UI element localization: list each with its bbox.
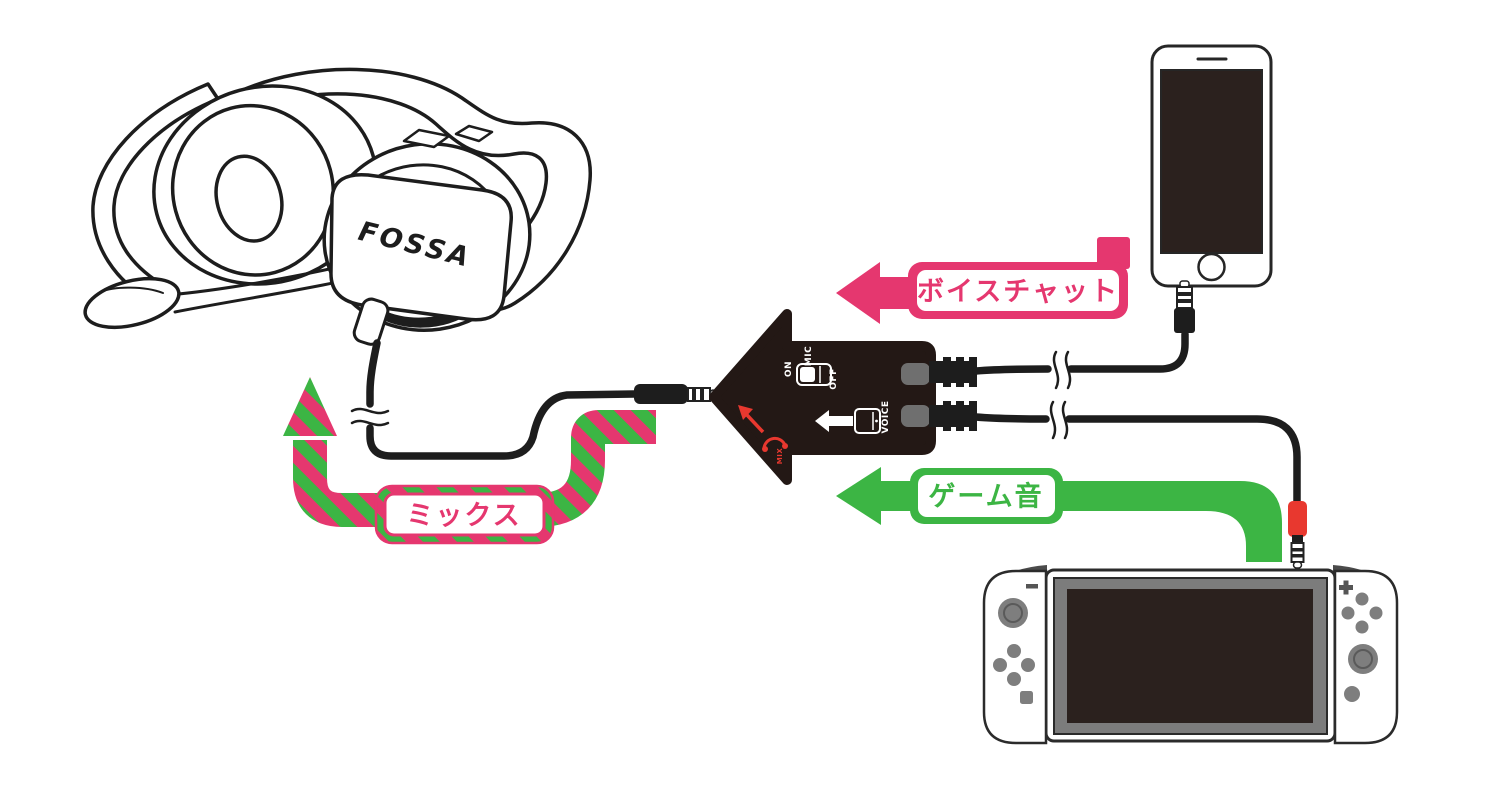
phone-screen bbox=[1160, 69, 1263, 254]
switch-console-illustration bbox=[982, 565, 1399, 745]
plus-button bbox=[1343, 580, 1349, 595]
cable-break-squiggle bbox=[1052, 350, 1072, 390]
voice-port bbox=[901, 363, 930, 385]
mic-switch-off-label: OFF bbox=[829, 368, 839, 389]
smartphone-illustration bbox=[1150, 44, 1273, 333]
left-analog-stick bbox=[998, 598, 1028, 628]
phone-icon bbox=[854, 408, 881, 434]
console-screen bbox=[1067, 589, 1313, 723]
headset-cable bbox=[366, 339, 638, 460]
game-sound-label-inner bbox=[918, 475, 1055, 517]
voice-port-label: VOICE bbox=[881, 400, 891, 433]
mix-label: ミックス bbox=[406, 501, 521, 532]
voice-chat-label-inner bbox=[917, 270, 1119, 311]
game-port bbox=[901, 405, 930, 427]
switch-plug bbox=[1288, 501, 1307, 569]
strain-relief-bottom bbox=[929, 401, 977, 431]
phone-plug bbox=[1174, 280, 1195, 333]
voice-chat-arrowhead bbox=[836, 262, 880, 324]
headband-adjuster bbox=[454, 124, 494, 143]
game-sound-cable bbox=[972, 413, 1301, 507]
mix-output-label: MIX bbox=[776, 448, 784, 465]
voice-chat-tail bbox=[1097, 237, 1130, 269]
game-sound-arrowhead bbox=[836, 467, 881, 525]
mix-adapter: ON MIC OFF VOICE MIX bbox=[709, 309, 977, 485]
cable-break-squiggle bbox=[1049, 400, 1069, 440]
mix-output-marking: MIX bbox=[738, 405, 788, 464]
minus-button bbox=[1026, 584, 1038, 589]
headset-right-cup: FOSSA bbox=[322, 124, 532, 346]
phone-home-button bbox=[1197, 252, 1226, 282]
cable-boot bbox=[352, 297, 390, 346]
game-sound-arrow: ゲーム音 bbox=[836, 467, 1282, 562]
mix-arrow-band bbox=[293, 410, 656, 527]
headset-left-cup bbox=[152, 84, 378, 286]
game-sound-label: ゲーム音 bbox=[928, 481, 1043, 513]
logo-plate bbox=[329, 172, 513, 322]
mix-arrowhead bbox=[283, 377, 337, 436]
mic-switch bbox=[796, 363, 832, 386]
dpad-buttons bbox=[993, 644, 1035, 686]
headband-adjuster bbox=[402, 128, 451, 149]
headset-plug bbox=[634, 384, 717, 404]
headset-illustration: FOSSA bbox=[83, 67, 592, 346]
capture-button bbox=[1020, 691, 1033, 704]
cable-break-squiggle bbox=[350, 407, 390, 427]
mix-adapter-body bbox=[709, 309, 936, 485]
mix-output-arrowhead bbox=[738, 405, 753, 420]
mic-capsule bbox=[83, 276, 181, 330]
home-button bbox=[1344, 686, 1360, 702]
mic-switch-on-label: ON bbox=[784, 361, 794, 377]
headphone-icon bbox=[762, 436, 787, 449]
voice-chat-label: ボイスチャット bbox=[917, 277, 1119, 308]
strain-relief-top bbox=[929, 357, 977, 387]
voice-direction-arrow bbox=[815, 410, 853, 432]
mic-switch-mic-label: MIC bbox=[804, 346, 814, 366]
mix-label-inner bbox=[383, 492, 546, 537]
right-analog-stick bbox=[1348, 644, 1378, 674]
mix-arrow: ミックス bbox=[283, 377, 656, 545]
voice-chat-arrow: ボイスチャット bbox=[836, 237, 1130, 324]
game-sound-tail-band bbox=[1060, 481, 1282, 562]
voice-cable bbox=[972, 330, 1189, 375]
abxy-buttons bbox=[1341, 592, 1383, 634]
